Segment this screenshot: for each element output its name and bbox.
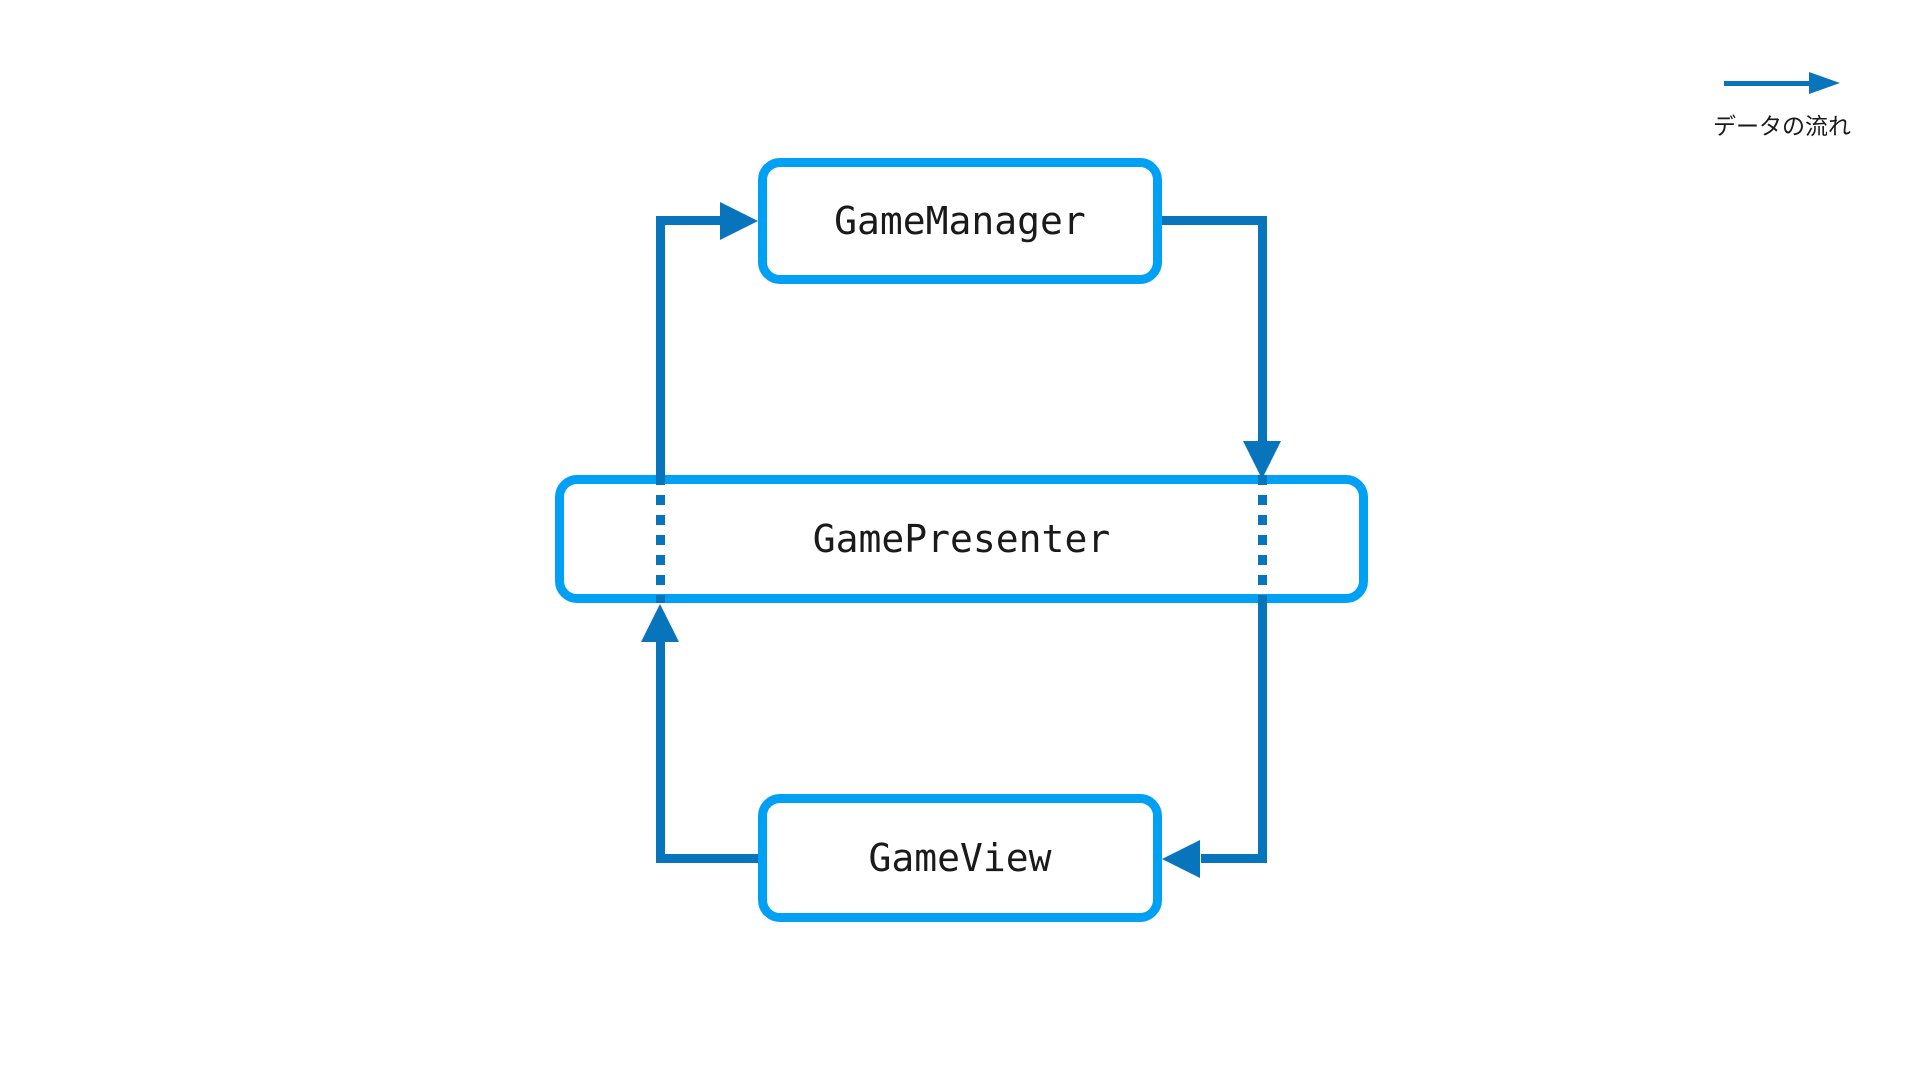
node-game-presenter: GamePresenter [555,475,1368,603]
connector-presenter-to-manager-vertical [656,216,665,475]
connector-presenter-to-view-horizontal [1201,854,1267,863]
node-game-view-label: GameView [868,836,1052,880]
node-game-manager: GameManager [758,158,1162,284]
node-game-presenter-label: GamePresenter [812,517,1111,561]
node-game-manager-label: GameManager [834,199,1086,243]
arrowhead-left-into-view-icon [1162,840,1200,878]
arrowhead-down-into-presenter-icon [1243,441,1281,479]
connector-manager-to-presenter-horizontal [1162,216,1267,225]
connector-manager-to-presenter-vertical [1258,216,1267,442]
arrowhead-right-into-manager-icon [720,202,758,240]
connector-presenter-to-view-vertical [1258,603,1267,863]
legend-flow-arrow-icon [1724,68,1840,99]
connector-view-to-presenter-vertical [656,642,665,863]
node-game-view: GameView [758,794,1162,922]
connector-passthrough-left-dashed [656,475,665,603]
connector-view-to-presenter-horizontal [656,854,758,863]
arrowhead-up-into-presenter-icon [641,604,679,642]
connector-passthrough-right-dashed [1258,475,1267,603]
legend-label: データの流れ [1713,114,1851,140]
connector-presenter-to-manager-horizontal [656,216,722,225]
legend: データの流れ [1698,68,1866,141]
